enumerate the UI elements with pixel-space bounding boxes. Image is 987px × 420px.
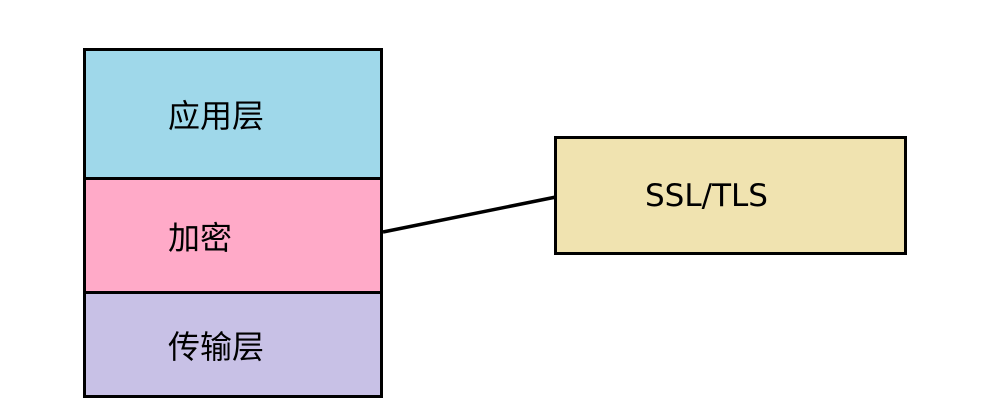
encryption-layer-box: 加密 — [86, 177, 380, 291]
ssl-tls-label: SSL/TLS — [645, 177, 768, 214]
protocol-layer-stack: 应用层 加密 传输层 — [83, 48, 383, 398]
application-layer-label: 应用层 — [168, 97, 265, 135]
transport-layer-box: 传输层 — [86, 291, 380, 395]
encryption-to-ssl-connector — [382, 195, 557, 234]
encryption-layer-label: 加密 — [168, 218, 233, 257]
application-layer-box: 应用层 — [86, 51, 380, 177]
transport-layer-label: 传输层 — [168, 327, 265, 366]
ssl-tls-box: SSL/TLS — [554, 136, 907, 255]
